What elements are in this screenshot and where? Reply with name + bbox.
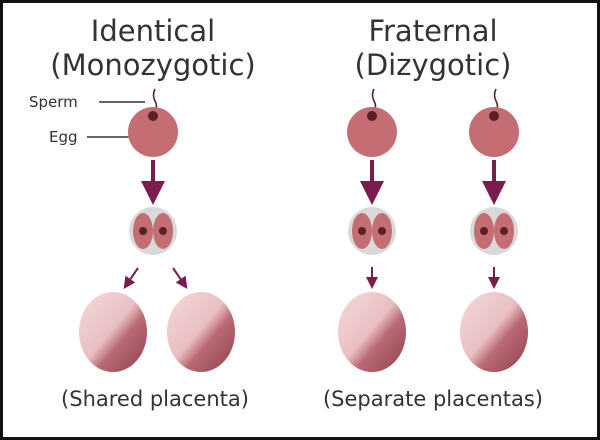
fraternal-egg-2 [469, 88, 519, 157]
identical-embryo-2 [167, 292, 235, 372]
sperm-label: Sperm [29, 93, 78, 111]
fraternal-zygote-1 [348, 207, 396, 255]
twins-diagram: Identical (Monozygotic) Fraternal (Dizyg… [29, 14, 543, 411]
identical-arrow-right [172, 267, 188, 289]
fraternal-embryo-2 [460, 292, 528, 372]
identical-arrow-left [123, 267, 139, 289]
fraternal-title: Fraternal [368, 14, 497, 48]
fraternal-caption: (Separate placentas) [323, 387, 543, 411]
fraternal-egg-1 [347, 88, 397, 157]
identical-egg [128, 88, 178, 157]
identical-subtitle: (Monozygotic) [50, 48, 255, 82]
identical-caption: (Shared placenta) [61, 387, 249, 411]
fraternal-subtitle: (Dizygotic) [355, 48, 512, 82]
fraternal-embryo-1 [338, 292, 406, 372]
identical-title: Identical [91, 14, 215, 48]
identical-zygote [129, 207, 177, 255]
fraternal-zygote-2 [470, 207, 518, 255]
identical-embryo-1 [79, 292, 147, 372]
egg-label: Egg [49, 128, 78, 146]
